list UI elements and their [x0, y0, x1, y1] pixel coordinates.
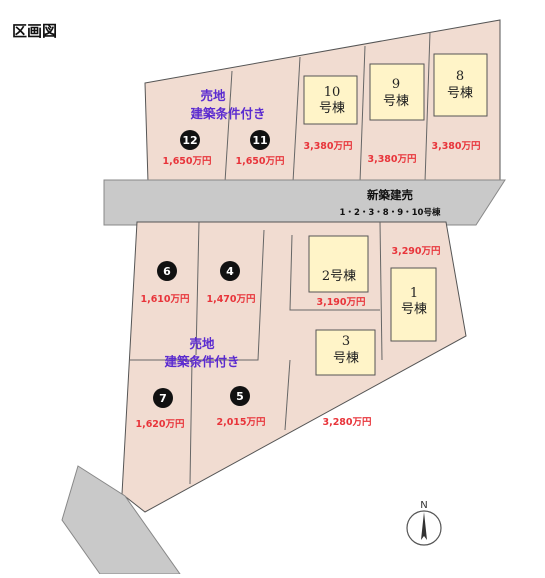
lot-8-price: 3,380万円 — [431, 141, 480, 152]
lot-7-badge-number: 7 — [159, 392, 167, 405]
house-1-footprint — [390, 267, 437, 342]
lot-5-badge-number: 5 — [236, 390, 244, 403]
page-title: 区画図 — [12, 22, 57, 40]
lot-12-price: 1,650万円 — [162, 156, 211, 167]
house-9-number: 9 — [392, 77, 400, 92]
house-9-suffix: 号棟 — [383, 94, 409, 109]
lot-11-price: 1,650万円 — [235, 156, 284, 167]
house-3-footprint — [315, 329, 376, 376]
lot-11-badge-number: 11 — [252, 134, 267, 147]
new-build-label: 新築建売 — [367, 188, 413, 202]
lot-9-price: 3,380万円 — [367, 154, 416, 165]
house-10-number: 10 — [324, 85, 341, 100]
land-label-top-line1: 売地 — [200, 88, 226, 103]
house-10-footprint — [303, 75, 358, 125]
lot-11-badge — [250, 130, 270, 150]
lot-12-badge-number: 12 — [182, 134, 197, 147]
land-label-bottom-line1: 売地 — [189, 336, 215, 351]
lower-lot-dividers — [130, 221, 383, 485]
lot-10-price: 3,380万円 — [303, 141, 352, 152]
compass-icon: N — [406, 500, 442, 546]
house-1-suffix: 号棟 — [401, 302, 427, 317]
lot-7-badge — [153, 388, 173, 408]
house-1-number: 1 — [410, 286, 418, 301]
lot-4-badge — [220, 261, 240, 281]
compass-north-label: N — [420, 500, 427, 511]
house-3-suffix: 号棟 — [333, 351, 359, 366]
lot-2-price: 3,190万円 — [316, 297, 365, 308]
house-8-number: 8 — [456, 69, 464, 84]
lot-7-price: 1,620万円 — [135, 419, 184, 430]
house-9-footprint — [369, 63, 425, 121]
lot-4-price: 1,470万円 — [206, 294, 255, 305]
house-2-footprint — [308, 235, 369, 293]
land-label-bottom-line2: 建築条件付き — [164, 354, 239, 369]
house-8-suffix: 号棟 — [447, 86, 473, 101]
lot-3-price: 3,280万円 — [322, 417, 371, 428]
house-8-footprint — [433, 53, 488, 117]
land-label-top-line2: 建築条件付き — [190, 106, 265, 121]
lot-12-badge — [180, 130, 200, 150]
lot-5-price: 2,015万円 — [216, 417, 265, 428]
house-3-number: 3 — [342, 334, 350, 349]
lot-6-price: 1,610万円 — [140, 294, 189, 305]
new-build-numbers: 1・2・3・8・9・10号棟 — [340, 207, 441, 218]
lot-5-badge — [230, 386, 250, 406]
main-road — [103, 179, 506, 226]
house-10-suffix: 号棟 — [319, 101, 345, 116]
lot-6-badge-number: 6 — [163, 265, 171, 278]
lot-1-price: 3,290万円 — [391, 246, 440, 257]
lower-lot-block — [121, 221, 467, 513]
upper-lot-dividers — [224, 31, 431, 183]
house-2-label: 2号棟 — [322, 269, 356, 284]
lot-4-badge-number: 4 — [226, 265, 234, 278]
lot-6-badge — [157, 261, 177, 281]
